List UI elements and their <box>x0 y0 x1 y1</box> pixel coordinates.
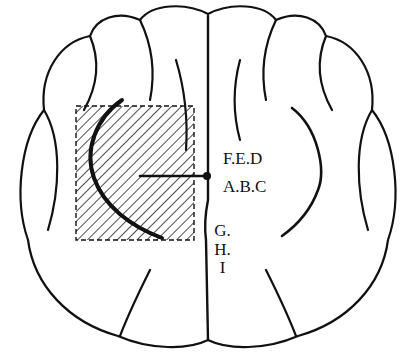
region-label: G.H.I <box>214 222 231 278</box>
region-label: F.E.D <box>223 150 262 169</box>
region-label: A.B.C <box>223 178 266 197</box>
